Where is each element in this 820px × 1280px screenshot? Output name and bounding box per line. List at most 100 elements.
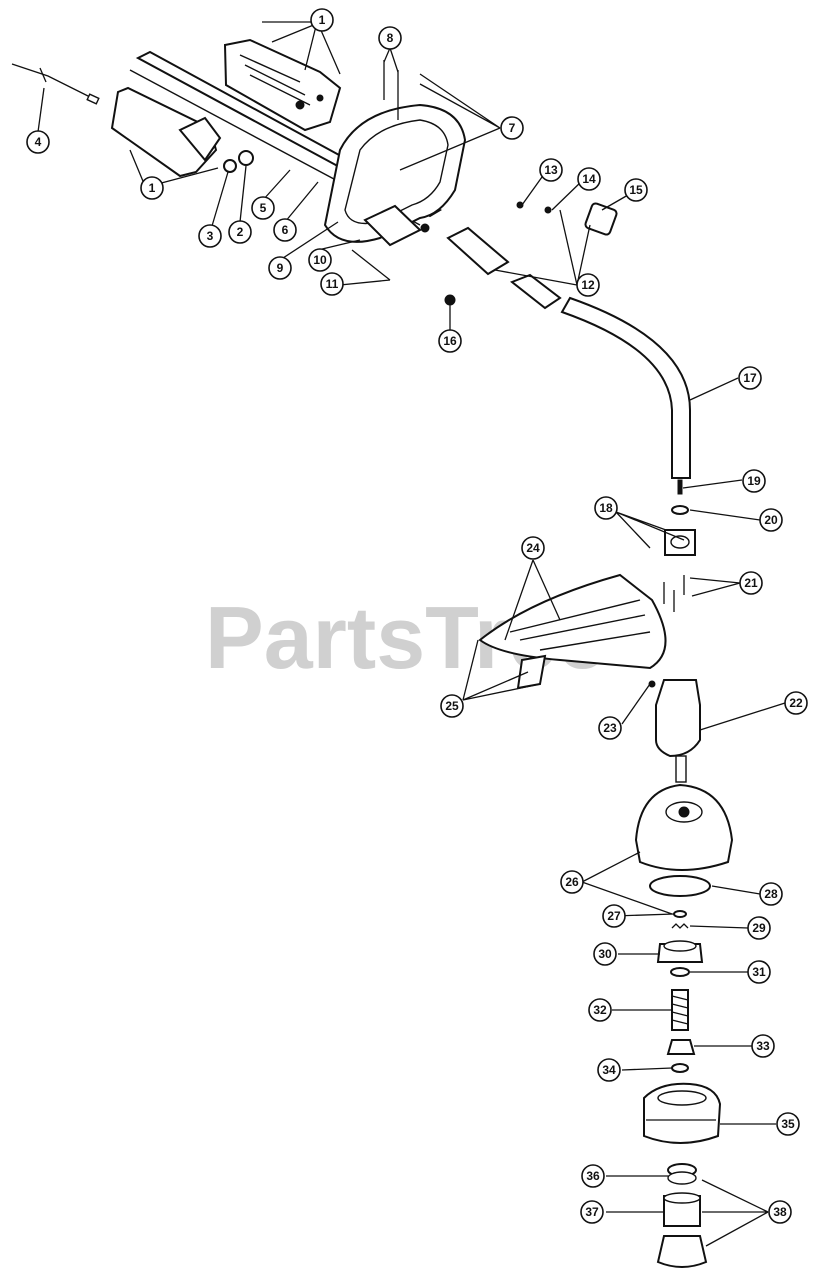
- svg-text:38: 38: [773, 1205, 787, 1219]
- washer-31: [670, 967, 690, 977]
- svg-text:12: 12: [581, 278, 595, 292]
- svg-text:31: 31: [752, 965, 766, 979]
- svg-text:21: 21: [744, 576, 758, 590]
- engine-housing-rear: [110, 86, 222, 178]
- callout-1: 1: [310, 8, 334, 32]
- svg-text:20: 20: [764, 513, 778, 527]
- shaft-tip: [677, 479, 683, 495]
- callout-2: 2: [228, 220, 252, 244]
- o-ring-28: [649, 875, 711, 897]
- callout-18: 18: [594, 496, 618, 520]
- svg-text:36: 36: [586, 1169, 600, 1183]
- hub-30: [656, 940, 704, 963]
- callout-32: 32: [588, 998, 612, 1022]
- callout-37: 37: [580, 1200, 604, 1224]
- svg-text:33: 33: [756, 1039, 770, 1053]
- svg-text:1: 1: [149, 181, 156, 195]
- svg-text:3: 3: [207, 229, 214, 243]
- svg-text:7: 7: [509, 121, 516, 135]
- callout-16: 16: [438, 329, 462, 353]
- svg-text:18: 18: [599, 501, 613, 515]
- svg-text:10: 10: [313, 253, 327, 267]
- svg-text:37: 37: [585, 1205, 599, 1219]
- svg-text:4: 4: [35, 135, 42, 149]
- callout-33: 33: [751, 1034, 775, 1058]
- callout-8: 8: [378, 26, 402, 50]
- callout-11: 11: [320, 272, 344, 296]
- callout-7: 7: [500, 116, 524, 140]
- svg-text:26: 26: [565, 875, 579, 889]
- svg-text:17: 17: [743, 371, 757, 385]
- callout-31: 31: [747, 960, 771, 984]
- svg-text:15: 15: [629, 183, 643, 197]
- ring-36: [667, 1163, 697, 1185]
- svg-text:24: 24: [526, 541, 540, 555]
- bump-knob-33: [666, 1039, 696, 1055]
- callout-1b: 1: [140, 176, 164, 200]
- callout-19: 19: [742, 469, 766, 493]
- lower-shaft: [560, 296, 691, 479]
- spool-35: [643, 1082, 722, 1144]
- svg-text:9: 9: [277, 261, 284, 275]
- callout-27: 27: [602, 904, 626, 928]
- grass-shield: [478, 573, 667, 690]
- callout-20: 20: [759, 508, 783, 532]
- washer-20: [671, 505, 689, 515]
- svg-text:28: 28: [764, 887, 778, 901]
- callout-6: 6: [273, 218, 297, 242]
- callout-28: 28: [759, 882, 783, 906]
- svg-text:11: 11: [326, 277, 339, 291]
- svg-text:6: 6: [282, 223, 289, 237]
- adapter-37: [663, 1192, 701, 1227]
- svg-text:30: 30: [598, 947, 612, 961]
- callout-34: 34: [597, 1058, 621, 1082]
- engine-housing-cover: [223, 38, 342, 132]
- handle-loop: [323, 103, 467, 247]
- spring-29: [671, 923, 689, 929]
- callout-29: 29: [747, 916, 771, 940]
- callout-10: 10: [308, 248, 332, 272]
- svg-text:2: 2: [237, 225, 244, 239]
- svg-text:23: 23: [603, 721, 617, 735]
- svg-text:22: 22: [789, 696, 803, 710]
- svg-text:35: 35: [781, 1117, 795, 1131]
- svg-text:14: 14: [582, 172, 596, 186]
- bolts-21: [663, 575, 685, 612]
- svg-text:34: 34: [602, 1063, 616, 1077]
- o-ring-34: [671, 1063, 689, 1073]
- svg-text:13: 13: [544, 163, 558, 177]
- callout-35: 35: [776, 1112, 800, 1136]
- svg-text:8: 8: [387, 31, 394, 45]
- hex-nuts: [223, 150, 254, 173]
- callout-25: 25: [440, 694, 464, 718]
- svg-text:19: 19: [747, 474, 761, 488]
- svg-text:27: 27: [607, 909, 621, 923]
- callout-15: 15: [624, 178, 648, 202]
- callout-5: 5: [251, 196, 275, 220]
- callout-4: 4: [26, 130, 50, 154]
- callout-30: 30: [593, 942, 617, 966]
- svg-text:5: 5: [260, 201, 267, 215]
- cap-38: [656, 1235, 708, 1268]
- callout-22: 22: [784, 691, 808, 715]
- callout-26: 26: [560, 870, 584, 894]
- spring-32: [671, 989, 689, 1031]
- throttle-cable: [11, 63, 100, 105]
- handle-bolts: [383, 60, 399, 120]
- callout-21: 21: [739, 571, 763, 595]
- callout-36: 36: [581, 1164, 605, 1188]
- callout-9: 9: [268, 256, 292, 280]
- gear-housing: [648, 679, 701, 783]
- callout-14: 14: [577, 167, 601, 191]
- svg-text:29: 29: [752, 921, 766, 935]
- svg-text:16: 16: [443, 334, 457, 348]
- callout-12: 12: [576, 273, 600, 297]
- shaft-coupler: [444, 201, 618, 310]
- svg-text:25: 25: [445, 699, 459, 713]
- callout-24: 24: [521, 536, 545, 560]
- svg-text:1: 1: [319, 13, 326, 27]
- callout-17: 17: [738, 366, 762, 390]
- clamp-18: [664, 529, 696, 556]
- leader-lines: [37, 21, 786, 1247]
